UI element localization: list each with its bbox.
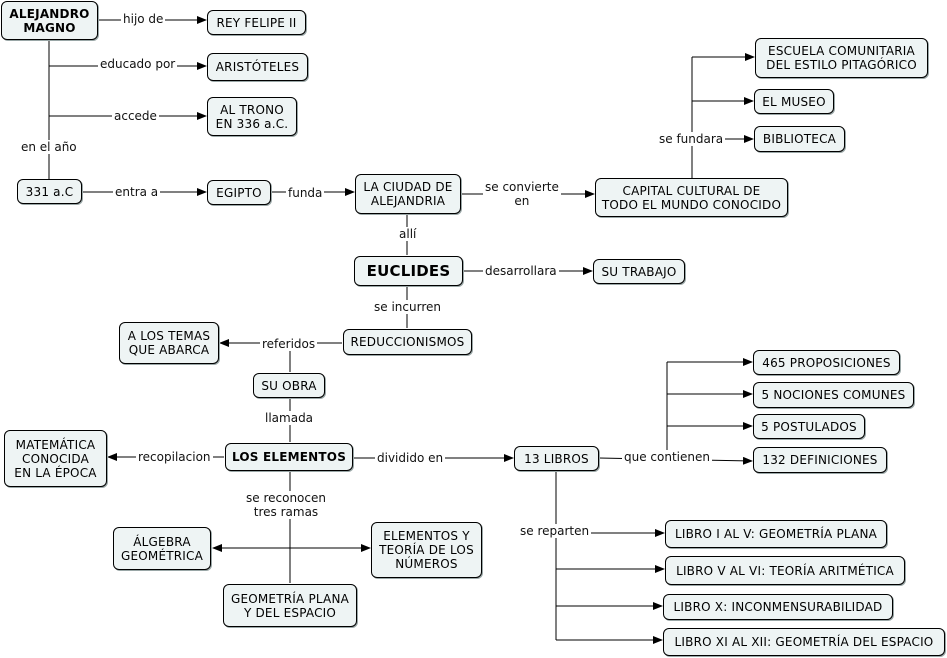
link-label-hijo-de: hijo de: [121, 12, 166, 26]
link-label-entra-a: entra a: [113, 185, 161, 199]
node-13-libros[interactable]: 13 LIBROS: [514, 446, 599, 471]
link-label-recopilacion: recopilacion: [136, 450, 213, 464]
node-matematica-conocida[interactable]: MATEMÁTICA CONOCIDA EN LA ÉPOCA: [4, 430, 107, 487]
node-algebra-geometrica[interactable]: ÁLGEBRA GEOMÉTRICA: [113, 527, 211, 570]
link-label-funda: funda: [286, 186, 325, 200]
node-al-trono[interactable]: AL TRONO EN 336 a.C.: [207, 97, 297, 136]
node-euclides[interactable]: EUCLIDES: [354, 256, 463, 286]
link-label-se-fundara: se fundara: [657, 132, 726, 146]
node-geometria-plana-espacio[interactable]: GEOMETRÍA PLANA Y DEL ESPACIO: [223, 584, 357, 627]
link-label-referidos: referidos: [260, 337, 318, 351]
node-libro-xi-al-xii[interactable]: LIBRO XI AL XII: GEOMETRÍA DEL ESPACIO: [663, 628, 945, 656]
node-su-trabajo[interactable]: SU TRABAJO: [593, 259, 685, 284]
link-label-dividido-en: dividido en: [375, 451, 446, 465]
link-label-se-convierte-en: se convierte en: [483, 180, 561, 208]
node-libro-i-al-v[interactable]: LIBRO I AL V: GEOMETRÍA PLANA: [665, 520, 887, 548]
link-label-que-contienen: que contienen: [622, 450, 712, 464]
link-label-accede: accede: [112, 109, 159, 123]
node-elementos-teoria-numeros[interactable]: ELEMENTOS Y TEORÍA DE LOS NÚMEROS: [371, 522, 482, 578]
link-label-alli: allí: [397, 227, 419, 241]
node-los-elementos[interactable]: LOS ELEMENTOS: [225, 443, 353, 471]
link-label-llamada: llamada: [263, 411, 316, 425]
link-label-educado-por: educado por: [98, 57, 178, 71]
node-temas-que-abarca[interactable]: A LOS TEMAS QUE ABARCA: [119, 322, 219, 364]
node-alejandro-magno[interactable]: ALEJANDRO MAGNO: [1, 1, 98, 40]
node-el-museo[interactable]: EL MUSEO: [754, 89, 834, 114]
link-label-se-reparten: se reparten: [518, 524, 592, 538]
link-label-en-el-anio: en el año: [19, 140, 79, 154]
node-465-proposiciones[interactable]: 465 PROPOSICIONES: [753, 350, 900, 375]
node-libro-v-al-vi[interactable]: LIBRO V AL VI: TEORÍA ARITMÉTICA: [665, 556, 905, 585]
node-331-ac[interactable]: 331 a.C: [17, 179, 82, 204]
node-biblioteca[interactable]: BIBLIOTECA: [754, 126, 845, 152]
node-capital-cultural[interactable]: CAPITAL CULTURAL DE TODO EL MUNDO CONOCI…: [595, 178, 788, 217]
node-ciudad-alejandria[interactable]: LA CIUDAD DE ALEJANDRIA: [355, 174, 461, 214]
node-5-postulados[interactable]: 5 POSTULADOS: [753, 414, 865, 439]
node-rey-felipe-ii[interactable]: REY FELIPE II: [207, 10, 306, 35]
node-libro-x[interactable]: LIBRO X: INCONMENSURABILIDAD: [663, 594, 893, 620]
node-reduccionismos[interactable]: REDUCCIONISMOS: [343, 329, 472, 355]
node-egipto[interactable]: EGIPTO: [207, 180, 271, 205]
link-label-se-reconocen-tres-ramas: se reconocen tres ramas: [244, 491, 328, 519]
link-label-se-incurren: se incurren: [372, 300, 443, 314]
node-escuela-comunitaria[interactable]: ESCUELA COMUNITARIA DEL ESTILO PITAGÓRIC…: [755, 38, 928, 78]
node-5-nociones-comunes[interactable]: 5 NOCIONES COMUNES: [753, 382, 914, 408]
node-su-obra[interactable]: SU OBRA: [253, 373, 325, 398]
node-aristoteles[interactable]: ARISTÓTELES: [207, 53, 308, 81]
link-label-desarrollara: desarrollara: [483, 264, 559, 278]
node-132-definiciones[interactable]: 132 DEFINICIONES: [753, 447, 887, 473]
